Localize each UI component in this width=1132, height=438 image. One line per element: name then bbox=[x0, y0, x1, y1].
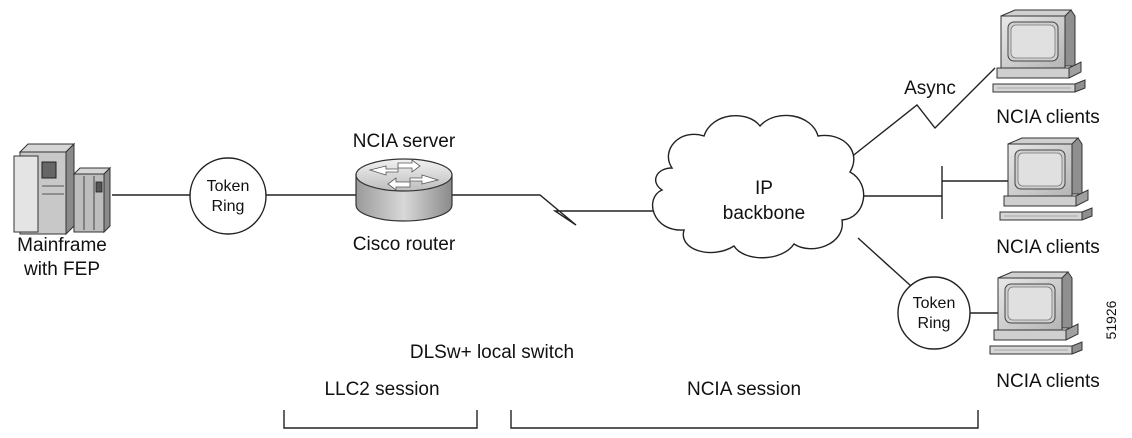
links bbox=[112, 67, 1008, 314]
token-ring-left-line1: Token bbox=[207, 178, 250, 195]
mainframe-icon bbox=[13, 142, 112, 236]
ncia-session-label: NCIA session bbox=[687, 379, 801, 400]
mainframe-label-line1: Mainframe bbox=[17, 235, 107, 256]
client-middle-label: NCIA clients bbox=[996, 237, 1099, 258]
cloud-backbone-label: backbone bbox=[723, 203, 805, 224]
token-ring-icon bbox=[897, 276, 971, 350]
token-ring-right: Token Ring bbox=[897, 276, 971, 350]
ncia-session-bracket bbox=[510, 410, 979, 429]
computer-icon bbox=[989, 271, 1083, 355]
async-label: Async bbox=[904, 78, 956, 99]
computer-icon bbox=[999, 137, 1093, 221]
token-ring-left: Token Ring bbox=[189, 157, 267, 235]
token-ring-right-line2: Ring bbox=[918, 315, 951, 332]
client-middle: NCIA clients bbox=[996, 137, 1100, 258]
token-ring-icon bbox=[189, 157, 267, 235]
dlsw-switch-label: DLSw+ local switch bbox=[410, 342, 574, 363]
ncia-server-label: NCIA server bbox=[353, 131, 456, 152]
link-cloud-async-client bbox=[849, 67, 996, 159]
llc2-session-bracket bbox=[283, 410, 478, 429]
computer-icon bbox=[992, 9, 1086, 93]
cisco-router-label: Cisco router bbox=[353, 234, 456, 255]
figure-number: 51926 bbox=[1103, 300, 1119, 339]
client-bottom-label: NCIA clients bbox=[996, 371, 1099, 392]
cloud-icon bbox=[652, 114, 865, 259]
mainframe-label-line2: with FEP bbox=[23, 259, 100, 280]
token-ring-right-line1: Token bbox=[913, 295, 956, 312]
cloud-ip-label: IP bbox=[755, 178, 773, 199]
client-bottom: NCIA clients bbox=[989, 271, 1100, 392]
client-top-label: NCIA clients bbox=[996, 107, 1099, 128]
token-ring-left-line2: Ring bbox=[212, 198, 245, 215]
llc2-session-label: LLC2 session bbox=[324, 379, 439, 400]
router-icon bbox=[355, 158, 453, 222]
client-top: NCIA clients bbox=[992, 9, 1100, 128]
link-router-cloud-wan bbox=[452, 194, 656, 226]
